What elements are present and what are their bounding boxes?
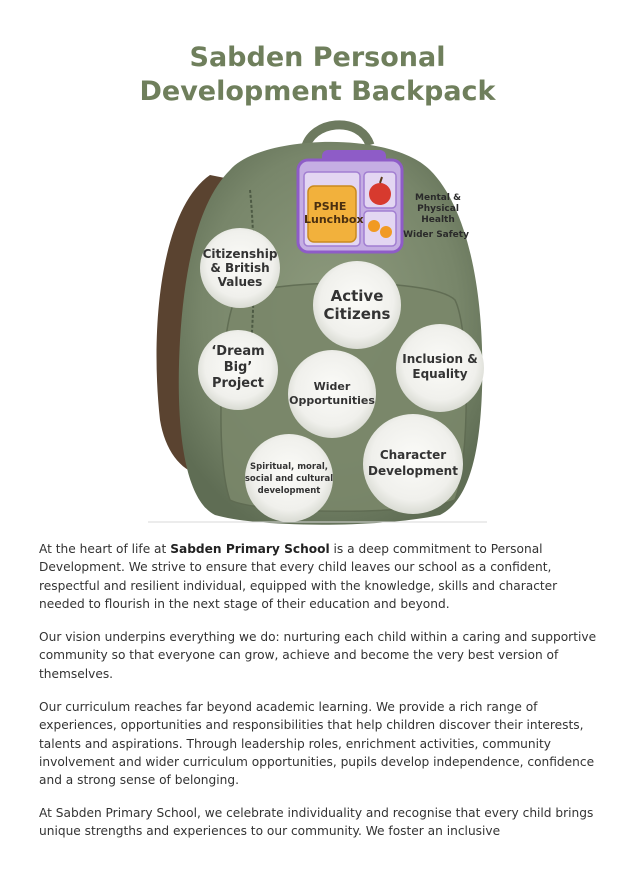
paragraph-1: At the heart of life at Sabden Primary S… [39, 540, 604, 613]
bubble-active-text: Active Citizens [313, 287, 401, 323]
bubble-character-line-1: Character [379, 448, 447, 462]
bubble-smsc-line-3: development [257, 486, 321, 496]
paragraph-3: Our curriculum reaches far beyond academ… [39, 700, 595, 788]
bubble-character-line-2: Development [368, 464, 458, 478]
bubble-smsc [245, 434, 333, 522]
bubble-character-text: Character Development [364, 447, 462, 479]
backpack-illustration [148, 120, 487, 525]
bubble-smsc-text: Spiritual, moral, social and cultural de… [242, 461, 336, 497]
backpack-handle [300, 120, 375, 152]
lunchbox-label-line-1: PSHE [313, 200, 347, 213]
bubble-active-line-2: Citizens [323, 305, 391, 323]
bubble-dream [198, 330, 278, 410]
bubble-active-line-1: Active [330, 287, 384, 305]
wider-safety-label: Wider Safety [403, 230, 469, 240]
orange-1 [368, 220, 380, 232]
bubble-wider-line-1: Wider [313, 380, 351, 393]
bubble-citizenship [200, 228, 280, 308]
bubble-citizenship-line-2: & British [210, 261, 270, 275]
apple-stem [379, 176, 383, 184]
mental-health-label-line-2: Health [421, 215, 455, 225]
paragraph-1-lead: At the heart of life at [39, 542, 171, 556]
bubble-active [313, 261, 401, 349]
lunchbox-label: PSHE Lunchbox [304, 200, 364, 226]
bubble-wider [288, 350, 376, 438]
bubble-wider-line-2: Opportunities [289, 394, 375, 407]
school-name: Sabden Primary School [170, 542, 330, 556]
title-line-1: Sabden Personal [189, 42, 446, 73]
backpack-strap [156, 175, 235, 475]
mental-health-label: Mental & Physical Health [393, 193, 483, 226]
orange-2 [380, 226, 392, 238]
bubble-smsc-line-2: social and cultural [244, 474, 334, 484]
bubble-dream-line-2: Big’ [223, 360, 253, 375]
bubble-character [363, 414, 463, 514]
bubble-smsc-line-1: Spiritual, moral, [250, 462, 328, 472]
bubble-dream-text: ‘Dream Big’ Project [198, 344, 278, 392]
title-line-2: Development Backpack [139, 76, 496, 107]
bubble-dream-line-1: ‘Dream [211, 344, 265, 359]
paragraph-1-rest: is a deep commitment to Personal Develop… [39, 542, 558, 611]
apple [369, 183, 391, 205]
bubble-citizenship-text: Citizenship & British Values [200, 247, 280, 289]
bubble-citizenship-line-1: Citizenship [202, 247, 278, 261]
mental-health-label-line-1: Mental & Physical [415, 193, 461, 214]
bubble-inclusion-line-2: Equality [412, 367, 468, 381]
bubble-inclusion-text: Inclusion & Equality [398, 352, 482, 382]
sandwich [307, 185, 357, 243]
bubble-wider-text: Wider Opportunities [288, 380, 376, 408]
paragraph-2: Our vision underpins everything we do: n… [39, 630, 597, 681]
paragraph-4: At Sabden Primary School, we celebrate i… [39, 806, 594, 839]
bubble-citizenship-line-3: Values [217, 275, 263, 289]
bubble-inclusion-line-1: Inclusion & [402, 352, 478, 366]
bubble-inclusion [396, 324, 484, 412]
bubble-dream-line-3: Project [211, 376, 265, 391]
lunchbox-label-line-2: Lunchbox [304, 213, 364, 226]
